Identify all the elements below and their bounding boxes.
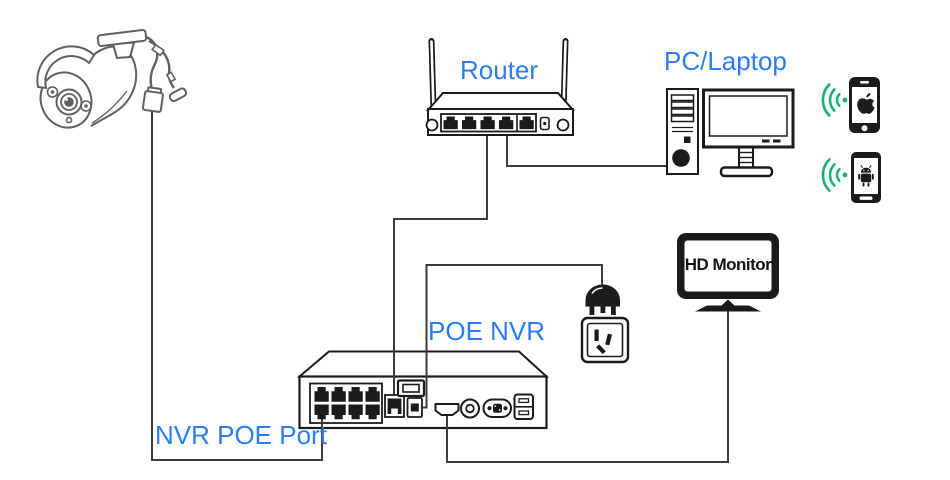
- ip-camera-icon: [36, 28, 188, 129]
- wall-outlet-icon: [580, 316, 630, 364]
- wifi-signal-icon: [821, 83, 848, 117]
- camera-pigtail: [141, 35, 188, 113]
- cable-nvr-to-monitor: [446, 311, 729, 463]
- android-phone-icon: [851, 152, 881, 203]
- pc-laptop-label: PC/Laptop: [664, 46, 787, 76]
- nvr-power-port: [406, 397, 423, 418]
- nvr-poe-port-label: NVR POE Port: [155, 420, 327, 450]
- nvr-poe-port-block: [309, 382, 383, 424]
- iphone-icon: [849, 77, 880, 133]
- apple-logo-icon: [857, 93, 875, 114]
- hd-monitor-icon: [677, 233, 779, 312]
- camera-rj45-connector: [141, 86, 164, 113]
- camera-lens: [55, 88, 83, 116]
- nvr-hdmi-port: [434, 403, 460, 416]
- wifi-signal-icon: [821, 158, 848, 192]
- nvr-vga-port: [482, 398, 512, 418]
- android-logo-icon: [858, 165, 874, 187]
- cable-router-to-pc: [506, 135, 668, 167]
- cables: [151, 111, 729, 463]
- router-icon: [425, 38, 576, 136]
- camera-hood: [36, 45, 96, 90]
- nvr-usb-slot: [396, 379, 426, 398]
- pc-monitor: [702, 88, 795, 178]
- nvr-ports: [314, 379, 534, 420]
- nvr-network-port: [384, 394, 405, 418]
- poe-nvr-label: POE NVR: [428, 316, 546, 346]
- camera-mount: [96, 28, 148, 48]
- cable-camera-to-nvr: [151, 111, 323, 461]
- hd-monitor-label: HD Monitor: [684, 255, 772, 274]
- router-label: Router: [460, 55, 539, 85]
- cable-router-to-nvr: [393, 135, 488, 396]
- cable-nvr-to-power: [421, 264, 603, 409]
- router-lan-ports: [440, 113, 537, 133]
- desktop-pc-icon: [666, 88, 795, 178]
- nvr-usb-ports: [513, 393, 534, 420]
- router-reset-button: [539, 116, 550, 131]
- pc-tower: [666, 88, 699, 175]
- power-plug-icon: [585, 284, 620, 315]
- camera-ir-leds: [46, 86, 92, 124]
- nvr-round-port: [460, 398, 480, 419]
- camera-dc-connector: [168, 87, 188, 103]
